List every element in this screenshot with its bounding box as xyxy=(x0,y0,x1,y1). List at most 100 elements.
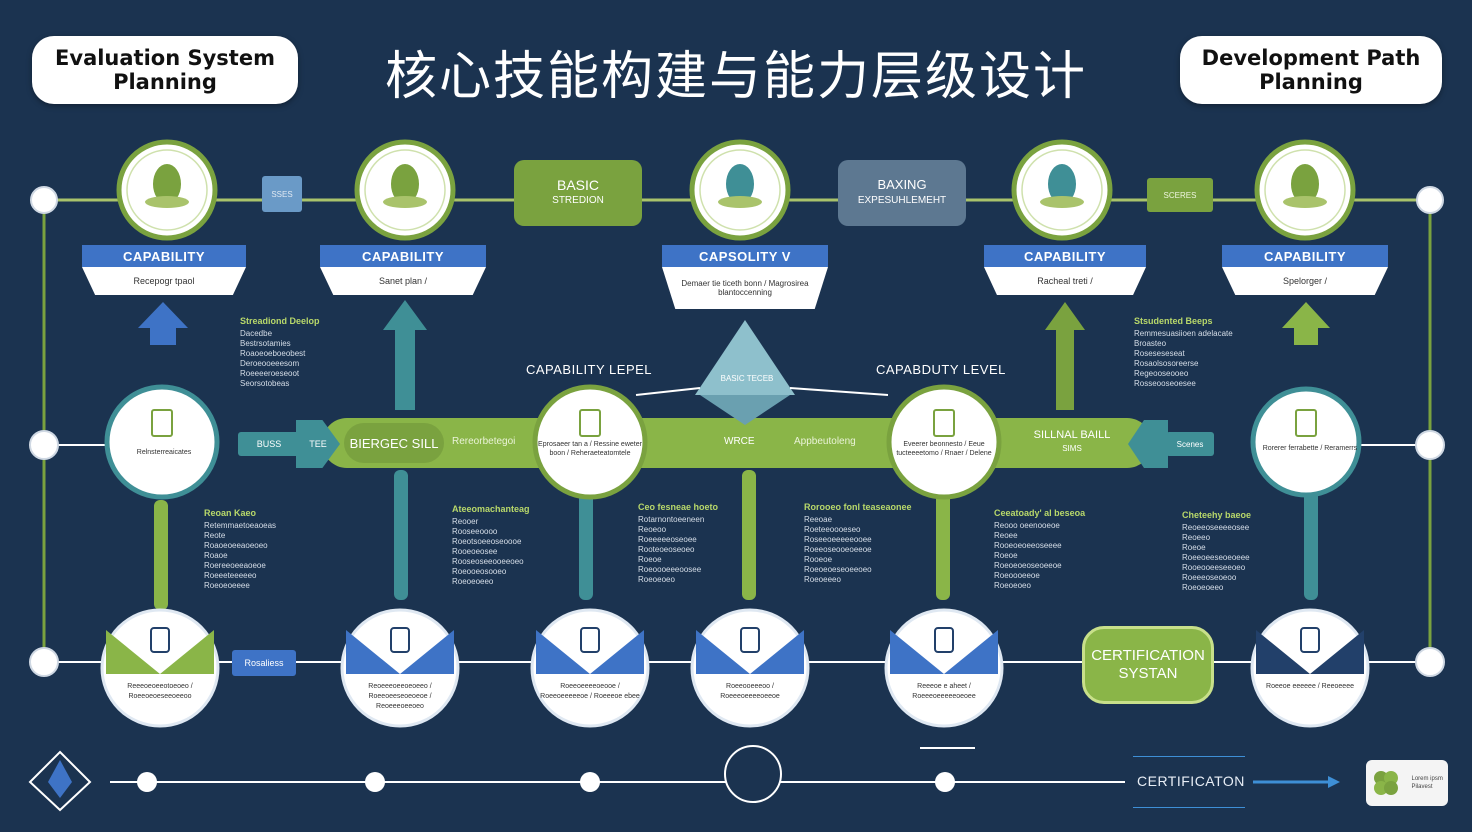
note-line: Roeeoeeseoeoeee xyxy=(1182,553,1250,562)
banner-title: CAPABILITY xyxy=(82,245,246,267)
note-line: Roeeeeeoseoee xyxy=(638,535,697,544)
note-line: Roeoeeeo xyxy=(804,575,841,584)
note-line: Reoeeoseeeeosee xyxy=(1182,523,1250,532)
footer-arrow-head xyxy=(1328,776,1340,788)
mid-node-text-3: Eveerer beonnesto / Eeue tucteeeetomo / … xyxy=(896,441,992,457)
bottom-node-1 xyxy=(100,608,220,728)
note-line: Rosaolsosoreerse xyxy=(1134,359,1199,368)
bottom-node-text-2: Reoeeeoeeoeoeeo / Roeeoeeseoeoeoe / Reoe… xyxy=(368,683,432,710)
note-line: Roaoe xyxy=(204,551,228,560)
bottom-node-6 xyxy=(1250,608,1370,728)
note-line: Roeeeeroeseoot xyxy=(240,369,300,378)
note-line: Retemmaetoeaoeas xyxy=(204,521,277,530)
bottom-node-text-1: Reeeoeoeeotoeoeo / Roeeoeoeseeoeeoo xyxy=(127,683,193,700)
pill-line-1: Development Path xyxy=(1201,46,1421,70)
pill-line-2: Planning xyxy=(113,70,217,94)
bottom-node-2 xyxy=(340,608,460,728)
track-right-label: SILLNAL BAILL SIMS xyxy=(1022,428,1122,456)
banner-subtitle: Racheal treti / xyxy=(984,267,1146,295)
top-node-5 xyxy=(1254,139,1356,241)
note-line: Regeooseooeo xyxy=(1134,369,1189,378)
document-icon xyxy=(1295,409,1317,437)
top-node-circles xyxy=(116,139,1356,241)
track-right-line-2: SIMS xyxy=(1062,444,1082,453)
note-line: Roeoooeeeoosee xyxy=(638,565,702,574)
note-line: Roeeeteeeeeo xyxy=(204,571,257,580)
note-line: Broasteo xyxy=(1134,339,1167,348)
banner-subtitle: Recepogr tpaol xyxy=(82,267,246,295)
note-line: Rooeoeoeeoseeee xyxy=(994,541,1062,550)
track-label-a: Rereorbetegoi xyxy=(452,436,516,447)
footer-seal xyxy=(724,745,782,803)
top-node-2 xyxy=(354,139,456,241)
clipboard-icon xyxy=(934,627,954,653)
upright-arrows xyxy=(138,300,1330,410)
mid-node-text-2: Eprosaeer tan a / Ressine eweter boon / … xyxy=(538,441,642,457)
sses-chip: SSES xyxy=(262,176,302,212)
note-line: Rooseeoooo xyxy=(452,527,498,536)
note-line: Seorsotobeas xyxy=(240,379,290,388)
right-track-chip: Scenes xyxy=(1166,432,1214,456)
banner-subtitle: Demaer tie ticeth bonn / Magrosirea blan… xyxy=(662,267,828,309)
bottom-node-5 xyxy=(884,608,1004,728)
document-icon xyxy=(579,409,601,437)
box-line-2: EXPESUHLEMEHT xyxy=(857,195,947,206)
mid-node-text-4: Rorerer ferrabette / Reramerrs xyxy=(1262,445,1358,452)
note-line: Reeoae xyxy=(804,515,833,524)
note-line: Roaoeoeeaoeoeo xyxy=(204,541,268,550)
top-node-4 xyxy=(1011,139,1113,241)
note-line: Roeoe xyxy=(1182,543,1206,552)
note-line: Reoee xyxy=(994,531,1018,540)
note-heading: Stsudented Beeps xyxy=(1134,316,1213,326)
pill-line-2: Planning xyxy=(1259,70,1363,94)
clipboard-icon xyxy=(1300,627,1320,653)
note-line: Rooeoeosee xyxy=(452,547,498,556)
leaf-icon xyxy=(1040,164,1084,208)
note-heading: Rorooeo fonl teaseaonee xyxy=(804,502,912,512)
track-label-b: WRCE xyxy=(724,436,755,447)
sceres-chip: SCERES xyxy=(1147,178,1213,212)
note-line: Roereeoeeaoeoe xyxy=(204,561,266,570)
note-line: Rooseoseeooeeoeo xyxy=(452,557,524,566)
note-line: Roeoeoeseoeeoeo xyxy=(804,565,872,574)
note-heading: Streadiond Deelop xyxy=(240,316,320,326)
note-line: Roeoooeeoe xyxy=(994,571,1040,580)
note-line: Rooeooeeseeoeo xyxy=(1182,563,1246,572)
bottom-node-3 xyxy=(530,608,650,728)
note-line: Rooteoeoseoeo xyxy=(638,545,695,554)
box-line-1: BAXING xyxy=(877,177,927,192)
mid-node-3 xyxy=(886,384,1002,500)
top-node-3 xyxy=(689,139,791,241)
clipboard-icon xyxy=(150,627,170,653)
footer-certification-label: CERTIFICATON xyxy=(1137,773,1245,789)
clipboard-icon xyxy=(580,627,600,653)
basic-triangle-tip xyxy=(700,395,790,425)
bottom-node-text-3: Roeeoeeeeoeooe / Roeeoeeeeeoe / Roeeeoe … xyxy=(540,683,640,700)
footer-logo-card: Lorem ipsm Pilavest xyxy=(1366,760,1448,806)
triangle-label: BASIC TECEB xyxy=(720,374,774,383)
logo-line-1: Lorem ipsm xyxy=(1411,776,1443,782)
banner-title: CAPABILITY xyxy=(984,245,1146,267)
top-node-1 xyxy=(116,139,218,241)
footer-dots xyxy=(137,772,955,792)
note-line: Reooo oeenooeoe xyxy=(994,521,1060,530)
mid-node-text-1: Relnsterreaicates xyxy=(136,449,192,456)
banner-title: CAPSOLITY V xyxy=(662,245,828,267)
note-heading: Ceeatoady' al beseoa xyxy=(994,508,1086,518)
note-line: Roeoe xyxy=(638,555,662,564)
leaf-icon xyxy=(145,164,189,208)
vertical-pipes xyxy=(154,470,1318,610)
note-line: Roeoeoeo xyxy=(994,581,1031,590)
note-line: Roeoe xyxy=(994,551,1018,560)
note-line: Roeoeoeo xyxy=(638,575,675,584)
